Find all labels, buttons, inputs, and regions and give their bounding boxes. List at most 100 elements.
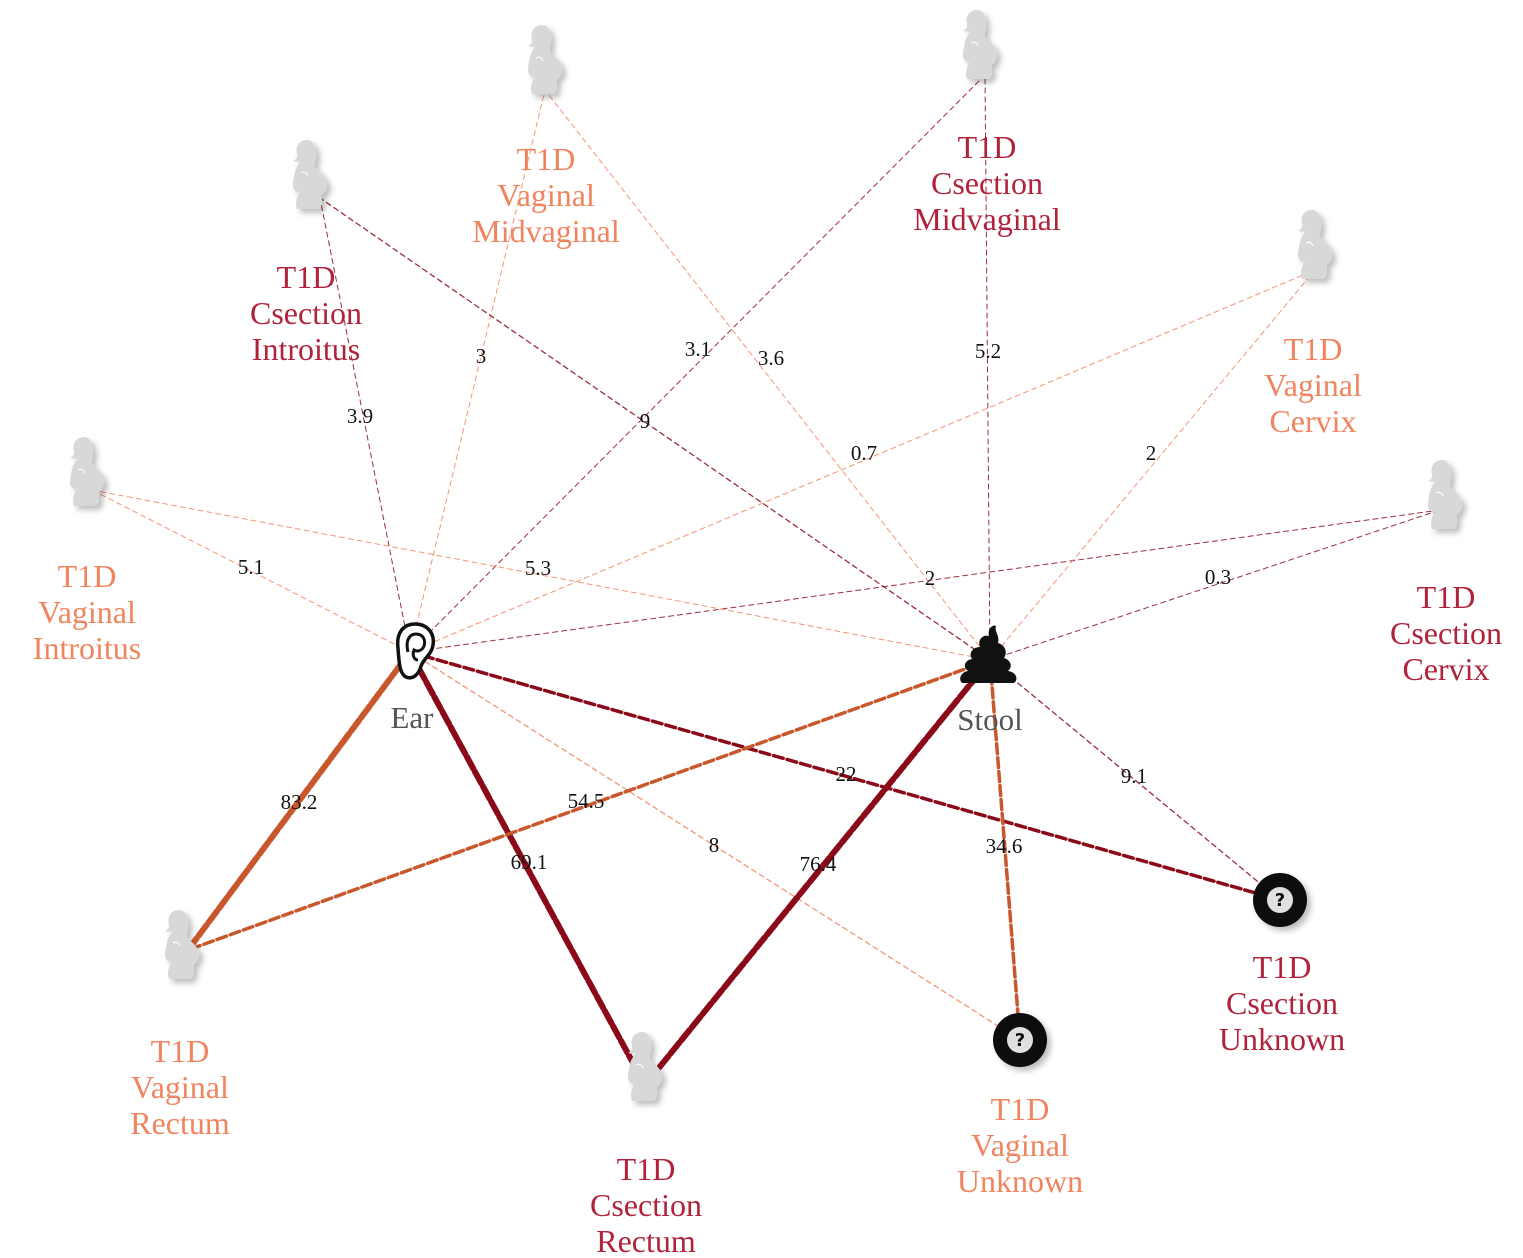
edge-ear-vag_midvaginal <box>409 89 546 653</box>
edge-label-ear-cs_unknown: 22 <box>836 762 857 786</box>
nodes-layer: T1DCsectionIntroitusT1DVaginalMidvaginal… <box>33 9 1502 1258</box>
edge-label-stool-cs_midvaginal: 5.2 <box>975 339 1001 363</box>
hub-label-stool: Stool <box>957 702 1022 737</box>
edge-label-stool-cs_unknown: 9.1 <box>1121 764 1147 788</box>
node-label-line: Vaginal <box>497 177 595 213</box>
node-label-line: Midvaginal <box>913 201 1061 237</box>
edge-label-ear-cs_midvaginal: 3.1 <box>685 337 711 361</box>
node-label-line: Cervix <box>1402 651 1489 687</box>
pregnant-woman-icon <box>627 1031 663 1102</box>
unknown-icon: ? <box>993 1013 1047 1067</box>
edge-ear-cs_cervix <box>409 509 1441 653</box>
edge-label-ear-vag_unknown: 8 <box>709 833 720 857</box>
node-label-line: T1D <box>58 558 117 594</box>
node-label-line: T1D <box>1284 331 1343 367</box>
svg-text:?: ? <box>1015 1030 1025 1051</box>
ear-icon <box>395 622 436 680</box>
node-label-line: Rectum <box>596 1223 696 1258</box>
node-label-line: Unknown <box>957 1163 1083 1199</box>
edge-label-stool-vag_unknown: 34.6 <box>986 834 1023 858</box>
node-label-line: Csection <box>590 1187 702 1223</box>
node-label-line: T1D <box>991 1091 1050 1127</box>
node-label-line: Csection <box>250 295 362 331</box>
pregnant-woman-icon <box>527 24 563 95</box>
edge-label-stool-vag_midvaginal: 3.6 <box>758 346 784 370</box>
node-label-line: Unknown <box>1219 1021 1345 1057</box>
node-label-line: Rectum <box>130 1105 230 1141</box>
node-label-line: T1D <box>277 259 336 295</box>
node-label-line: Csection <box>1226 985 1338 1021</box>
edge-label-ear-vag_rectum: 83.2 <box>281 790 318 814</box>
edge-label-stool-cs_rectum: 76.4 <box>800 852 837 876</box>
node-label-line: Vaginal <box>38 594 136 630</box>
edge-stool-vag_cervix <box>989 269 1316 661</box>
hub-stool[interactable]: Stool <box>957 625 1023 737</box>
node-label-line: T1D <box>517 141 576 177</box>
edge-stool-vag_midvaginal <box>544 89 991 661</box>
edge-stool-cs_cervix <box>989 509 1441 661</box>
edge-label-ear-cs_cervix: 2 <box>925 566 936 590</box>
node-label-line: Csection <box>931 165 1043 201</box>
edge-stool-cs_unknown <box>989 659 1281 901</box>
stool-icon <box>960 625 1017 683</box>
edge-stool-vag_rectum <box>186 658 992 952</box>
edges-layer <box>91 74 1441 1088</box>
pregnant-woman-icon <box>69 436 105 507</box>
edge-label-stool-cs_introitus: 9 <box>640 409 651 433</box>
edge-label-stool-cs_cervix: 0.3 <box>1205 565 1231 589</box>
node-label-line: T1D <box>958 129 1017 165</box>
pregnant-woman-icon <box>962 9 998 80</box>
edge-labels-layer: 3.9 3 3.1 0.7 5.1 2 83.2 69.1 8 22 9 3.6 5.2 2 5.3 0.3 5… <box>238 337 1231 876</box>
hub-ear[interactable]: Ear <box>390 622 436 735</box>
node-label-line: Cervix <box>1269 403 1356 439</box>
edge-label-ear-vag_cervix: 0.7 <box>851 441 877 465</box>
edge-ear-vag_cervix <box>409 269 1316 653</box>
edge-ear-vag_rectum <box>185 649 413 953</box>
node-label-line: Introitus <box>252 331 360 367</box>
hub-label-ear: Ear <box>390 700 434 735</box>
node-label-line: Csection <box>1390 615 1502 651</box>
edge-label-ear-cs_introitus: 3.9 <box>347 404 373 428</box>
edge-ear-cs_introitus <box>319 197 411 653</box>
pregnant-woman-icon <box>1297 209 1333 280</box>
node-label-line: Vaginal <box>131 1069 229 1105</box>
edge-ear-cs_midvaginal <box>409 74 986 653</box>
node-label-line: Midvaginal <box>472 213 620 249</box>
edge-ear-cs_rectum <box>407 649 648 1088</box>
node-label-line: T1D <box>1253 949 1312 985</box>
edge-ear-cs_unknown <box>408 650 1282 902</box>
edge-stool-cs_rectum <box>642 657 993 1088</box>
svg-text:?: ? <box>1275 890 1285 911</box>
node-label-line: T1D <box>151 1033 210 1069</box>
pregnant-woman-icon <box>164 909 200 980</box>
edge-stool-vag_unknown <box>988 658 1022 1042</box>
node-label-line: Vaginal <box>971 1127 1069 1163</box>
node-label-line: Introitus <box>33 630 141 666</box>
pregnant-woman-icon <box>1427 459 1463 530</box>
edge-label-stool-vag_rectum: 54.5 <box>568 789 605 813</box>
node-label-line: Vaginal <box>1264 367 1362 403</box>
unknown-icon: ? <box>1253 873 1307 927</box>
edge-label-stool-vag_cervix: 2 <box>1146 441 1157 465</box>
node-label-line: T1D <box>1417 579 1476 615</box>
edge-label-ear-vag_midvaginal: 3 <box>476 344 487 368</box>
edge-label-ear-vag_introitus: 5.1 <box>238 555 264 579</box>
edge-stool-cs_midvaginal <box>984 74 991 661</box>
edge-ear-vag_unknown <box>409 651 1021 1041</box>
edge-label-stool-vag_introitus: 5.3 <box>525 556 551 580</box>
node-label-line: T1D <box>617 1151 676 1187</box>
edge-label-ear-cs_rectum: 69.1 <box>511 850 548 874</box>
edge-stool-cs_introitus <box>319 197 991 661</box>
edge-ear-vag_introitus <box>91 489 411 653</box>
